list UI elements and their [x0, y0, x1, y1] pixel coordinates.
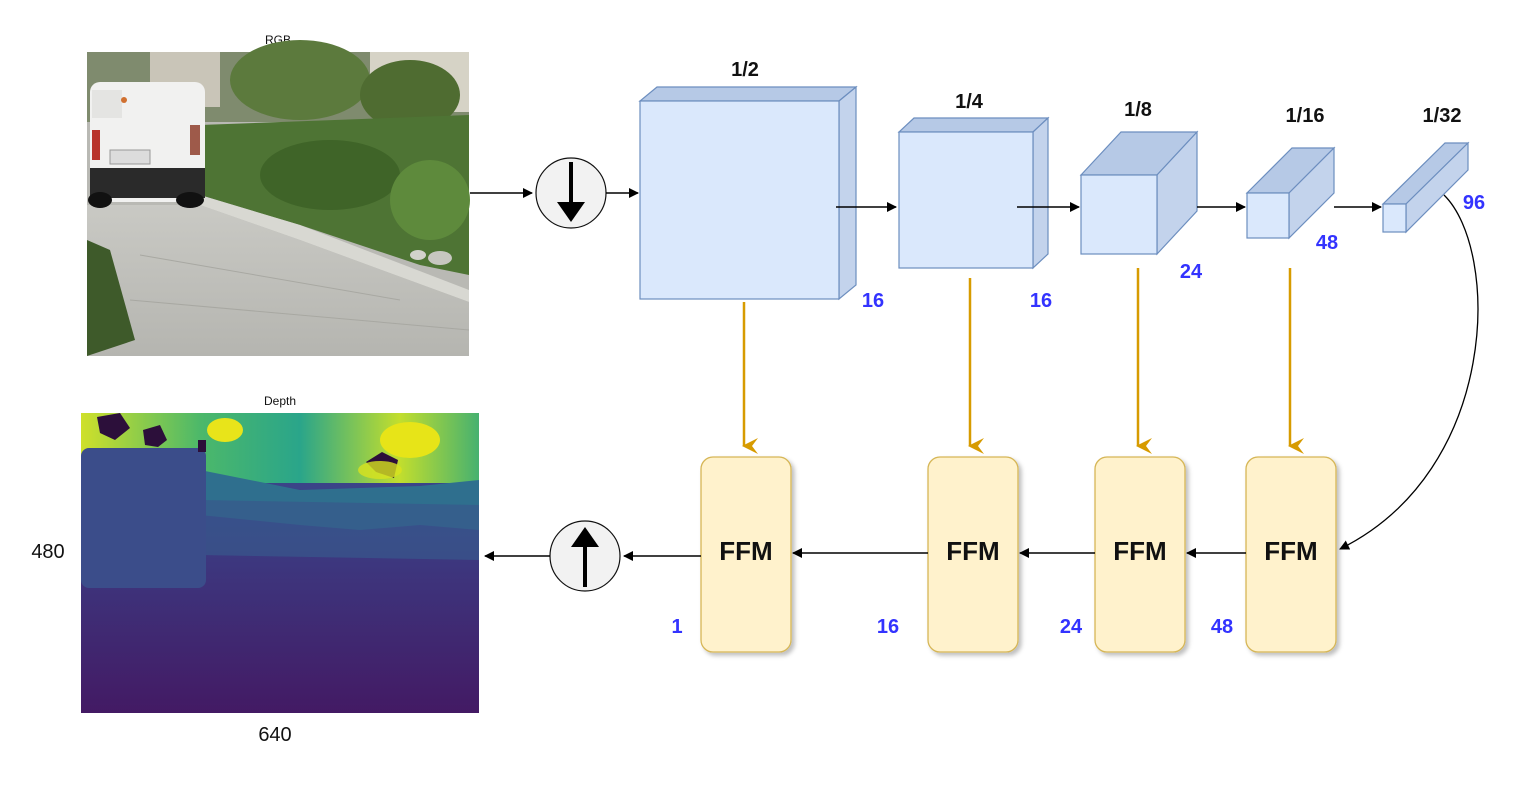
encoder-scale-1-2: 1/2 — [731, 59, 759, 81]
encoder-block-1-32 — [1381, 141, 1470, 234]
ffm-label: FFM — [946, 536, 999, 566]
encoder-block-1-8 — [1079, 130, 1199, 256]
bottleneck-to-ffm-arrow — [1339, 194, 1479, 550]
encoder-scale-1-8: 1/8 — [1124, 99, 1152, 121]
ffm-block-1: FFM — [700, 456, 792, 653]
encoder-channels-1-32: 96 — [1463, 192, 1485, 214]
encoder-channels-1-4: 16 — [1030, 290, 1052, 312]
downsample-icon — [535, 157, 607, 229]
encoder-block-1-16 — [1245, 146, 1336, 240]
depth-panel-title: Depth — [264, 394, 296, 408]
decoder-channels-16: 16 — [877, 616, 899, 638]
ffm-label: FFM — [719, 536, 772, 566]
decoder-channels-24: 24 — [1060, 616, 1083, 638]
ffm-label: FFM — [1264, 536, 1317, 566]
decoder-channels-1: 1 — [671, 616, 682, 638]
depth-height-label: 480 — [31, 541, 64, 563]
encoder-scale-1-32: 1/32 — [1423, 105, 1462, 127]
ffm-block-3: FFM — [1094, 456, 1186, 653]
upsample-icon — [549, 520, 621, 592]
encoder-scale-1-4: 1/4 — [955, 91, 984, 113]
encoder-channels-1-8: 24 — [1180, 261, 1203, 283]
encoder-block-1-2 — [638, 85, 858, 301]
rgb-input-image — [87, 40, 470, 356]
ffm-block-2: FFM — [927, 456, 1019, 653]
decoder-channels-48: 48 — [1211, 616, 1233, 638]
encoder-scale-1-16: 1/16 — [1286, 105, 1325, 127]
encoder-block-1-4 — [897, 116, 1050, 270]
ffm-label: FFM — [1113, 536, 1166, 566]
depth-output-map — [81, 413, 479, 713]
depth-width-label: 640 — [258, 724, 291, 746]
encoder-channels-1-2: 16 — [862, 290, 884, 312]
encoder-channels-1-16: 48 — [1316, 232, 1338, 254]
ffm-block-4: FFM — [1245, 456, 1337, 653]
